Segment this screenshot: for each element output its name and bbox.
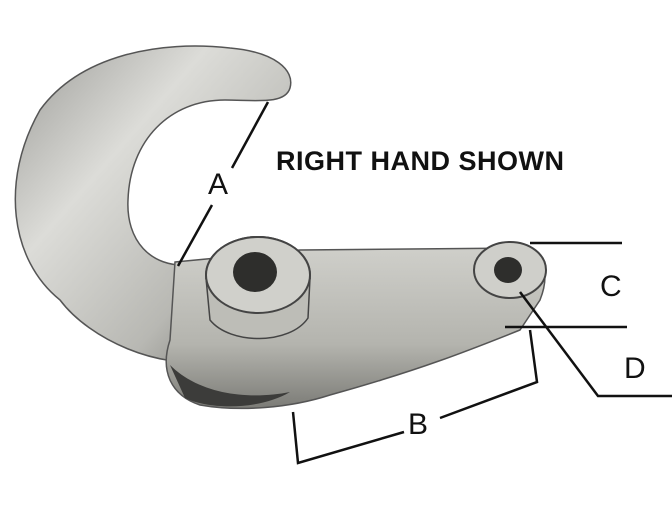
dim-d-leader — [519, 291, 672, 398]
right-boss-hole — [494, 257, 522, 283]
dim-label-d: D — [624, 352, 646, 385]
hook-base-shadow — [170, 365, 290, 407]
dim-label-b: B — [408, 408, 429, 441]
dim-label-a: A — [208, 168, 229, 201]
dim-a-line-bottom — [176, 204, 214, 267]
dimension-lines — [176, 101, 672, 465]
dim-b-bracket-left — [291, 411, 405, 465]
orientation-caption: RIGHT HAND SHOWN — [276, 146, 565, 176]
dim-label-c: C — [600, 270, 622, 303]
dim-b-bracket-right — [439, 329, 539, 420]
dim-a-line-top — [230, 101, 270, 169]
left-boss-hole — [233, 252, 277, 292]
